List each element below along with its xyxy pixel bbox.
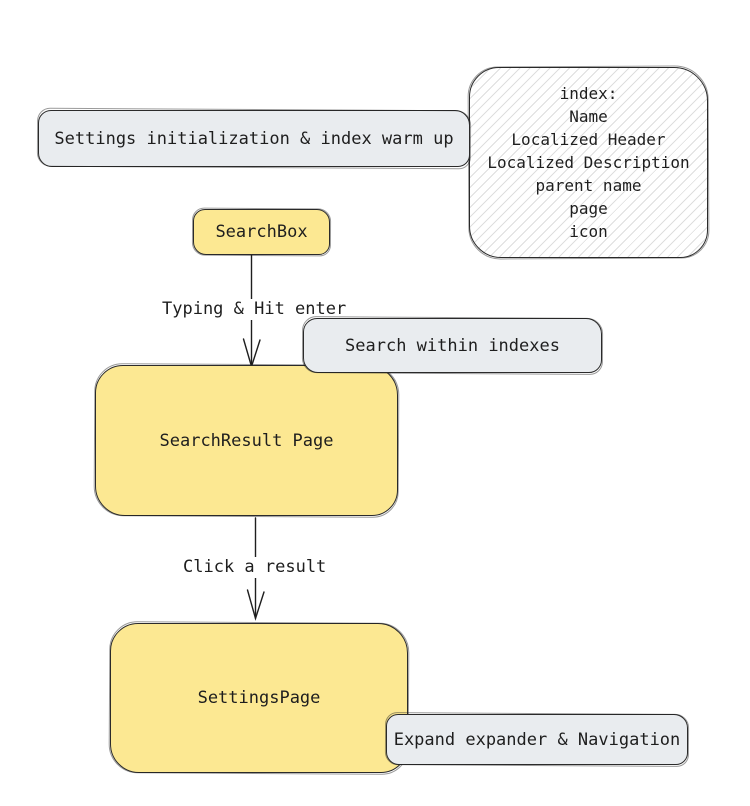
edge-label-typing-hit-enter: Typing & Hit enter <box>160 299 349 320</box>
edge-label-click-a-result: Click a result <box>181 557 329 578</box>
node-index-fields-note: index: Name Localized Header Localized D… <box>469 67 708 258</box>
node-search-within-indexes: Search within indexes <box>303 318 602 373</box>
node-expand-expander-navigation: Expand expander & Navigation <box>386 714 688 765</box>
node-searchresult-page: SearchResult Page <box>95 365 398 516</box>
node-searchbox: SearchBox <box>193 209 330 255</box>
node-settings-initialization: Settings initialization & index warm up <box>38 110 470 167</box>
node-settingspage: SettingsPage <box>110 623 408 773</box>
